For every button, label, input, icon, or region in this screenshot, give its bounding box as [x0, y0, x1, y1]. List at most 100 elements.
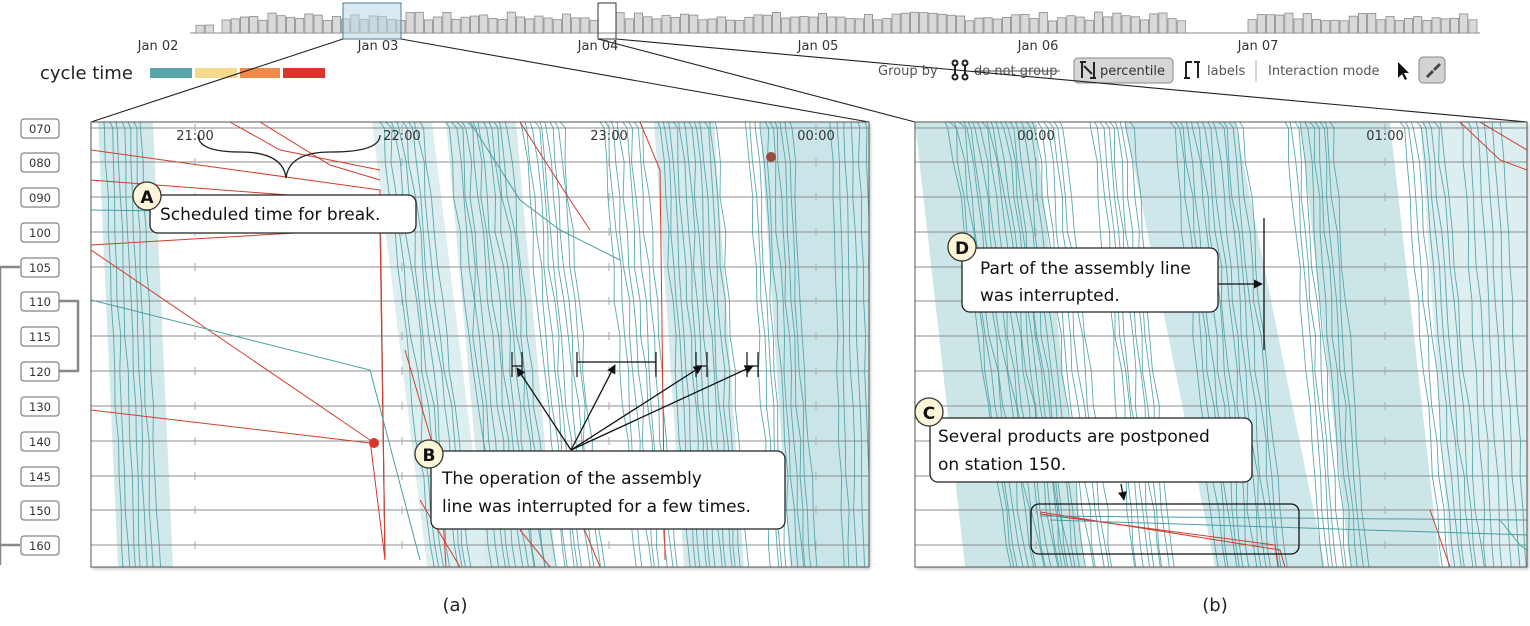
product-trajectory: [1319, 122, 1358, 567]
panel-a[interactable]: 21:00 22:00 23:00 00:00 Scheduled time f…: [90, 121, 900, 568]
product-trajectory: [769, 122, 799, 567]
station-label-150[interactable]: 150: [20, 500, 60, 521]
product-trajectory: [1212, 122, 1262, 567]
product-trajectory: [1218, 122, 1267, 567]
station-label-130[interactable]: 130: [20, 396, 60, 417]
labels-icon: [1184, 61, 1200, 79]
histogram-bar: [624, 18, 634, 34]
station-label-text: 160: [29, 539, 51, 553]
histogram-bar: [983, 17, 993, 34]
station-box: [20, 152, 60, 173]
histogram-bar: [919, 12, 929, 34]
grouping-bracket-outer: [0, 265, 20, 565]
legend-label: cycle time: [40, 63, 133, 84]
product-trajectory: [1031, 122, 1086, 567]
histogram-bar: [479, 14, 489, 34]
date-label: Jan 05: [797, 39, 839, 54]
station-label-105[interactable]: 105: [20, 257, 60, 278]
histogram-bar: [442, 11, 452, 34]
time-label: 01:00: [1366, 129, 1403, 144]
callout-box: [430, 450, 786, 530]
product-trajectory: [1289, 122, 1329, 567]
product-trajectory: [1048, 122, 1105, 567]
station-label-080[interactable]: 080: [20, 152, 60, 173]
histogram-bar: [1167, 18, 1177, 34]
station-box: [20, 326, 60, 347]
histogram-bar: [698, 19, 708, 34]
product-trajectory: [127, 122, 148, 567]
product-trajectory: [109, 122, 131, 567]
station-label-070[interactable]: 070: [20, 118, 60, 139]
product-trajectory: [1309, 122, 1347, 567]
brush-selection-b[interactable]: [597, 2, 617, 40]
histogram-bar: [836, 16, 846, 34]
product-trajectory: [774, 122, 805, 567]
histogram-bar: [1094, 11, 1104, 34]
histogram-bar: [716, 16, 726, 34]
station-box: [20, 257, 60, 278]
product-trajectory: [1483, 122, 1512, 567]
histogram-bar: [525, 18, 535, 34]
station-label-120[interactable]: 120: [20, 361, 60, 382]
station-label-text: 105: [29, 261, 51, 275]
station-label-text: 150: [29, 504, 51, 518]
histogram-bar: [285, 16, 295, 34]
station-label-text: 070: [29, 122, 51, 136]
product-trajectory: [1439, 122, 1485, 567]
product-trajectory: [1191, 122, 1240, 567]
station-label-160[interactable]: 160: [20, 535, 60, 556]
brush-selection-a[interactable]: [342, 2, 402, 40]
product-trajectory: [1004, 122, 1073, 567]
station-label-text: 145: [29, 470, 51, 484]
product-trajectory: [1026, 122, 1080, 567]
zoom-connectors: [90, 38, 1528, 123]
percentile-button[interactable]: percentile: [1073, 57, 1174, 84]
labels-option[interactable]: labels: [1184, 61, 1245, 79]
station-label-110[interactable]: 110: [20, 291, 60, 312]
pointer-mode-button[interactable]: [1398, 62, 1409, 80]
station-label-115[interactable]: 115: [20, 326, 60, 347]
date-label: Jan 07: [1237, 39, 1279, 54]
do-not-group-option[interactable]: do not group: [951, 59, 1061, 81]
histogram-bar: [221, 19, 231, 34]
histogram-bar: [562, 13, 572, 34]
station-box: [20, 291, 60, 312]
histogram-bar: [1440, 18, 1450, 34]
histogram-bar: [808, 16, 818, 34]
station-box: [20, 187, 60, 208]
product-trajectory: [1039, 515, 1527, 521]
panel-b[interactable]: 00:00 01:00 Part of the assembly line wa…: [914, 121, 1530, 568]
histogram-bar: [267, 12, 277, 34]
histogram-bar: [1367, 13, 1377, 34]
station-label-090[interactable]: 090: [20, 187, 60, 208]
station-box: [20, 222, 60, 243]
histogram-bar: [1158, 12, 1168, 34]
histogram-bar: [873, 19, 883, 34]
callout-box: [961, 247, 1219, 313]
station-label-text: 120: [29, 365, 51, 379]
histogram-bar: [1011, 14, 1021, 34]
histogram-bar: [516, 16, 526, 34]
histogram-bar: [1312, 19, 1322, 34]
histogram-bar: [1149, 13, 1159, 34]
product-trajectory: [419, 499, 461, 567]
legend-swatch-red: [283, 68, 325, 78]
histogram-bar: [781, 17, 791, 34]
station-label-145[interactable]: 145: [20, 466, 60, 487]
grouping-bracket-inner: [58, 299, 80, 373]
histogram-bar: [1459, 13, 1469, 34]
product-trajectory: [1185, 122, 1238, 567]
overview-timeline[interactable]: Jan 02 Jan 03 Jan 04 Jan 05 Jan 06 Jan 0…: [137, 2, 1480, 54]
station-label-100[interactable]: 100: [20, 222, 60, 243]
station-box: [20, 361, 60, 382]
callout-letter: B: [423, 446, 436, 466]
product-trajectory: [1009, 122, 1063, 567]
histogram-bar: [845, 18, 855, 34]
histogram-bar: [1020, 13, 1030, 34]
histogram-bar: [772, 12, 782, 34]
product-trajectory: [784, 122, 811, 567]
histogram-bar: [762, 14, 772, 34]
station-label-140[interactable]: 140: [20, 431, 60, 452]
brush-mode-button[interactable]: [1418, 56, 1446, 84]
